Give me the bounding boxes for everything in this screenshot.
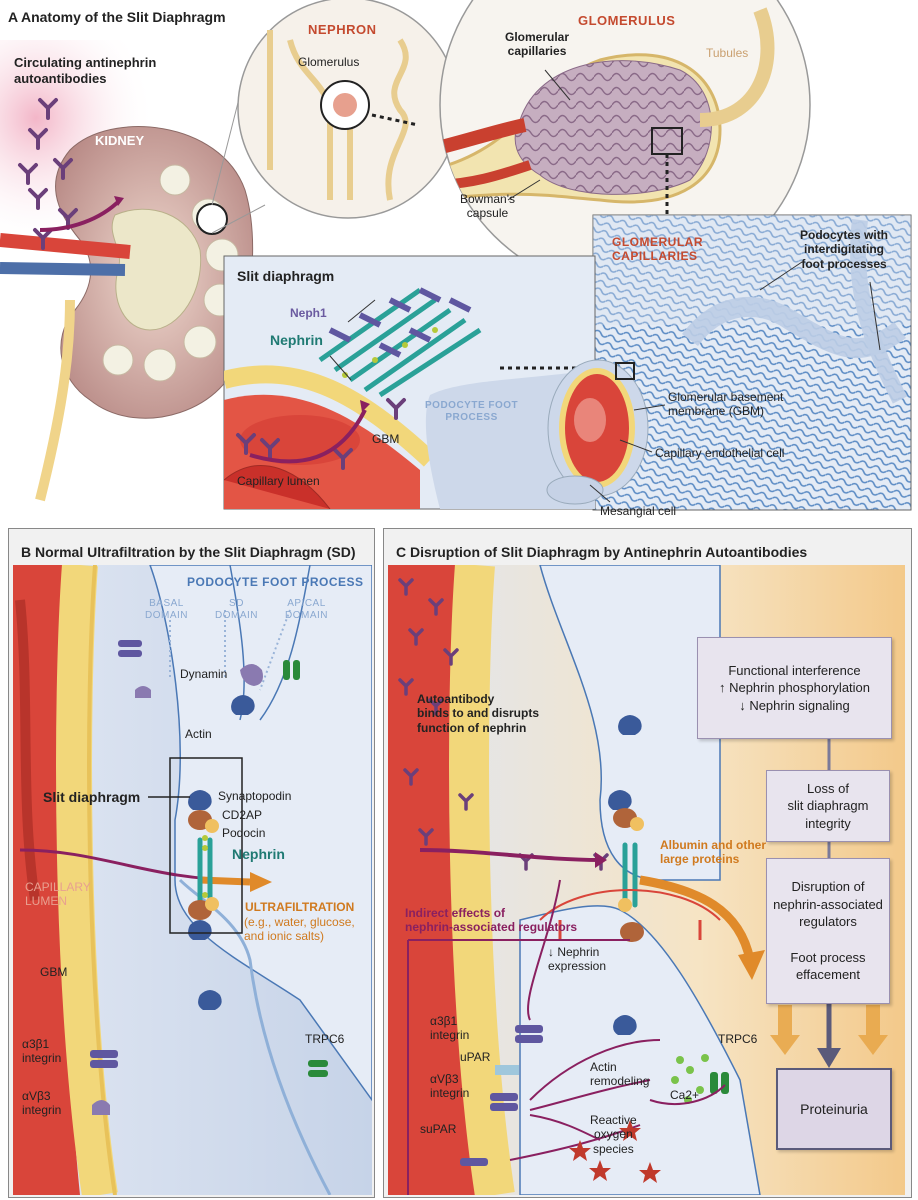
apical-domain-label: APICAL DOMAIN [285,598,328,621]
glomerulus-small-label: Glomerulus [298,55,360,69]
ultrafiltration-detail-label: (e.g., water, glucose, and ionic salts) [244,915,355,944]
podocytes-label: Podocytes with interdigitating foot proc… [800,228,889,271]
panel-b-title: B Normal Ultrafiltration by the Slit Dia… [21,544,356,560]
a3b1-b-label: α3β1 integrin [22,1037,62,1066]
mesangial-label: Mesangial cell [600,504,677,518]
slit-diaphragm-b-label: Slit diaphragm [43,789,141,805]
sd-domain-label: SD DOMAIN [215,598,258,621]
dynamin-label: Dynamin [180,667,228,681]
glom-capillaries-box-label: GLOMERULAR CAPILLARIES [612,235,703,264]
avb3-c-label: αVβ3 integrin [430,1072,470,1101]
actin-b-label: Actin [185,727,212,741]
flow-box-proteinuria: Proteinuria [776,1068,892,1150]
actin-remodeling-label: Actin remodeling [590,1060,650,1089]
panel-a-title: A Anatomy of the Slit Diaphragm [8,9,226,25]
panel-c-title: C Disruption of Slit Diaphragm by Antine… [396,544,808,560]
a3b1-c-label: α3β1 integrin [430,1014,470,1043]
flow-box-loss-integrity: Loss of slit diaphragm integrity [766,770,890,842]
autoantibody-label: Autoantibody binds to and disrupts funct… [417,692,539,735]
podocyte-foot-process-b-label: PODOCYTE FOOT PROCESS [187,575,364,589]
tubules-label: Tubules [706,46,749,60]
trpc6-b-label: TRPC6 [305,1032,345,1046]
supar-label: suPAR [420,1122,457,1136]
ros-label: Reactive oxygen species [590,1113,637,1156]
flow-box-disruption-regulators: Disruption of nephrin-associated regulat… [766,858,890,1004]
trpc6-c-label: TRPC6 [718,1032,758,1046]
circulating-label: Circulating antinephrin autoantibodies [14,55,157,86]
basal-domain-label: BASAL DOMAIN [145,598,188,621]
synaptopodin-label: Synaptopodin [218,789,292,803]
kidney-label: KIDNEY [95,133,145,148]
albumin-label: Albumin and other large proteins [660,838,766,867]
capillary-lumen-b-label: CAPILLARY LUMEN [25,880,91,909]
podocyte-foot-process-label: PODOCYTE FOOT PROCESS [425,400,519,423]
flow-box-functional-interference: Functional interference ↑ Nephrin phosph… [697,637,892,739]
capillary-endothelial-label: Capillary endothelial cell [655,446,785,460]
panel-a-illustration [0,0,918,520]
cd2ap-label: CD2AP [222,808,263,822]
nephrin-label: Nephrin [270,332,323,348]
neph1-label: Neph1 [290,306,327,320]
slit-diaphragm-label: Slit diaphragm [237,268,335,284]
podocin-label: Podocin [222,826,266,840]
bowmans-label: Bowman's capsule [460,192,515,221]
nephron-label: NEPHRON [308,22,377,37]
glom-capillaries-label: Glomerular capillaries [505,30,570,59]
nephrin-expression-label: ↓ Nephrin expression [548,945,607,974]
glom-basement-label: Glomerular basement membrane (GBM) [668,390,784,419]
nephrin-b-label: Nephrin [232,846,285,862]
gbm-b-label: GBM [40,965,68,979]
capillary-lumen-label: Capillary lumen [237,474,320,488]
indirect-effects-label: Indirect effects of nephrin-associated r… [405,906,578,935]
glomerulus-label: GLOMERULUS [578,13,676,28]
panel-b-frame [8,528,375,1198]
avb3-b-label: αVβ3 integrin [22,1089,62,1118]
ultrafiltration-label: ULTRAFILTRATION [245,900,355,914]
upar-label: uPAR [460,1050,491,1064]
gbm-label: GBM [372,432,400,446]
calcium-label: Ca2+ [670,1088,700,1102]
